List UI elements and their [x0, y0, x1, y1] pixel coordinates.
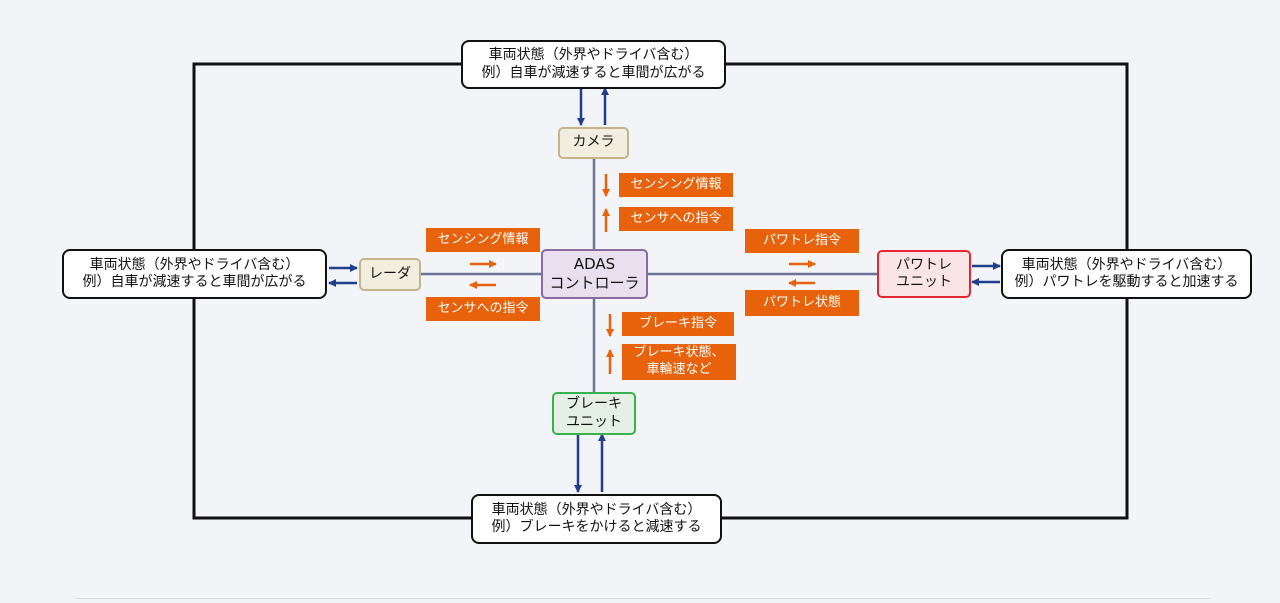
tag-radar-sensing-text: センシング情報: [437, 231, 529, 247]
vehicle-state-box-left: 車両状態（外界やドライバ含む） 例）自車が減速すると車間が広がる: [62, 249, 327, 299]
outer-loop-line: [192, 62, 1129, 520]
bottom-divider: [75, 598, 1210, 599]
state-right-line1: 車両状態（外界やドライバ含む）: [1021, 256, 1232, 273]
tag-radar-sensing-info: センシング情報: [426, 228, 540, 252]
camera-box: カメラ: [558, 127, 629, 159]
tag-camera-sensing-info: センシング情報: [619, 173, 733, 197]
brake-line1: ブレーキ: [566, 396, 622, 412]
tag-camera-sensing-text: センシング情報: [630, 176, 722, 192]
tag-powertrain-status: パワトレ状態: [745, 290, 859, 316]
camera-label: カメラ: [572, 134, 615, 151]
state-left-line1: 車両状態（外界やドライバ含む）: [89, 256, 300, 273]
state-top-line2: 例）自車が減速すると車間が広がる: [481, 64, 706, 81]
state-bottom-line2: 例）ブレーキをかけると減速する: [491, 519, 702, 535]
tag-brake-status: ブレーキ状態、 車輪速など: [622, 344, 736, 380]
state-bottom-line1: 車両状態（外界やドライバ含む）: [491, 501, 702, 518]
state-left-line2: 例）自車が減速すると車間が広がる: [82, 274, 307, 290]
brake-unit-box: ブレーキ ユニット: [552, 392, 636, 435]
tag-pt-command-text: パワトレ指令: [762, 232, 841, 248]
adas-line1: ADAS: [573, 255, 616, 274]
tag-brake-status-line2: 車輪速など: [646, 362, 712, 377]
vehicle-state-box-bottom: 車両状態（外界やドライバ含む） 例）ブレーキをかけると減速する: [471, 494, 722, 544]
tag-camera-sensor-command: センサへの指令: [619, 207, 733, 231]
tag-brake-command: ブレーキ指令: [622, 312, 734, 336]
vehicle-state-box-top: 車両状態（外界やドライバ含む） 例）自車が減速すると車間が広がる: [461, 40, 726, 89]
tag-camera-command-text: センサへの指令: [630, 210, 722, 226]
tag-radar-command-text: センサへの指令: [437, 300, 529, 316]
powertrain-line1: パワトレ: [896, 256, 952, 273]
tag-brake-command-text: ブレーキ指令: [638, 315, 717, 331]
vehicle-state-box-right: 車両状態（外界やドライバ含む） 例）パワトレを駆動すると加速する: [1001, 249, 1252, 299]
state-right-line2: 例）パワトレを駆動すると加速する: [1014, 274, 1239, 290]
tag-powertrain-command: パワトレ指令: [745, 229, 859, 253]
tag-radar-sensor-command: センサへの指令: [426, 297, 540, 321]
adas-controller-box: ADAS コントローラ: [541, 249, 648, 299]
powertrain-unit-box: パワトレ ユニット: [877, 250, 971, 298]
adas-line2: コントローラ: [549, 274, 640, 292]
radar-label: レーダ: [369, 265, 411, 282]
brake-line2: ユニット: [566, 413, 622, 430]
radar-box: レーダ: [359, 258, 421, 291]
tag-brake-status-line1: ブレーキ状態、: [633, 345, 725, 361]
state-top-line1: 車両状態（外界やドライバ含む）: [488, 47, 699, 63]
powertrain-line2: ユニット: [896, 274, 952, 290]
tag-pt-status-text: パワトレ状態: [762, 294, 841, 310]
